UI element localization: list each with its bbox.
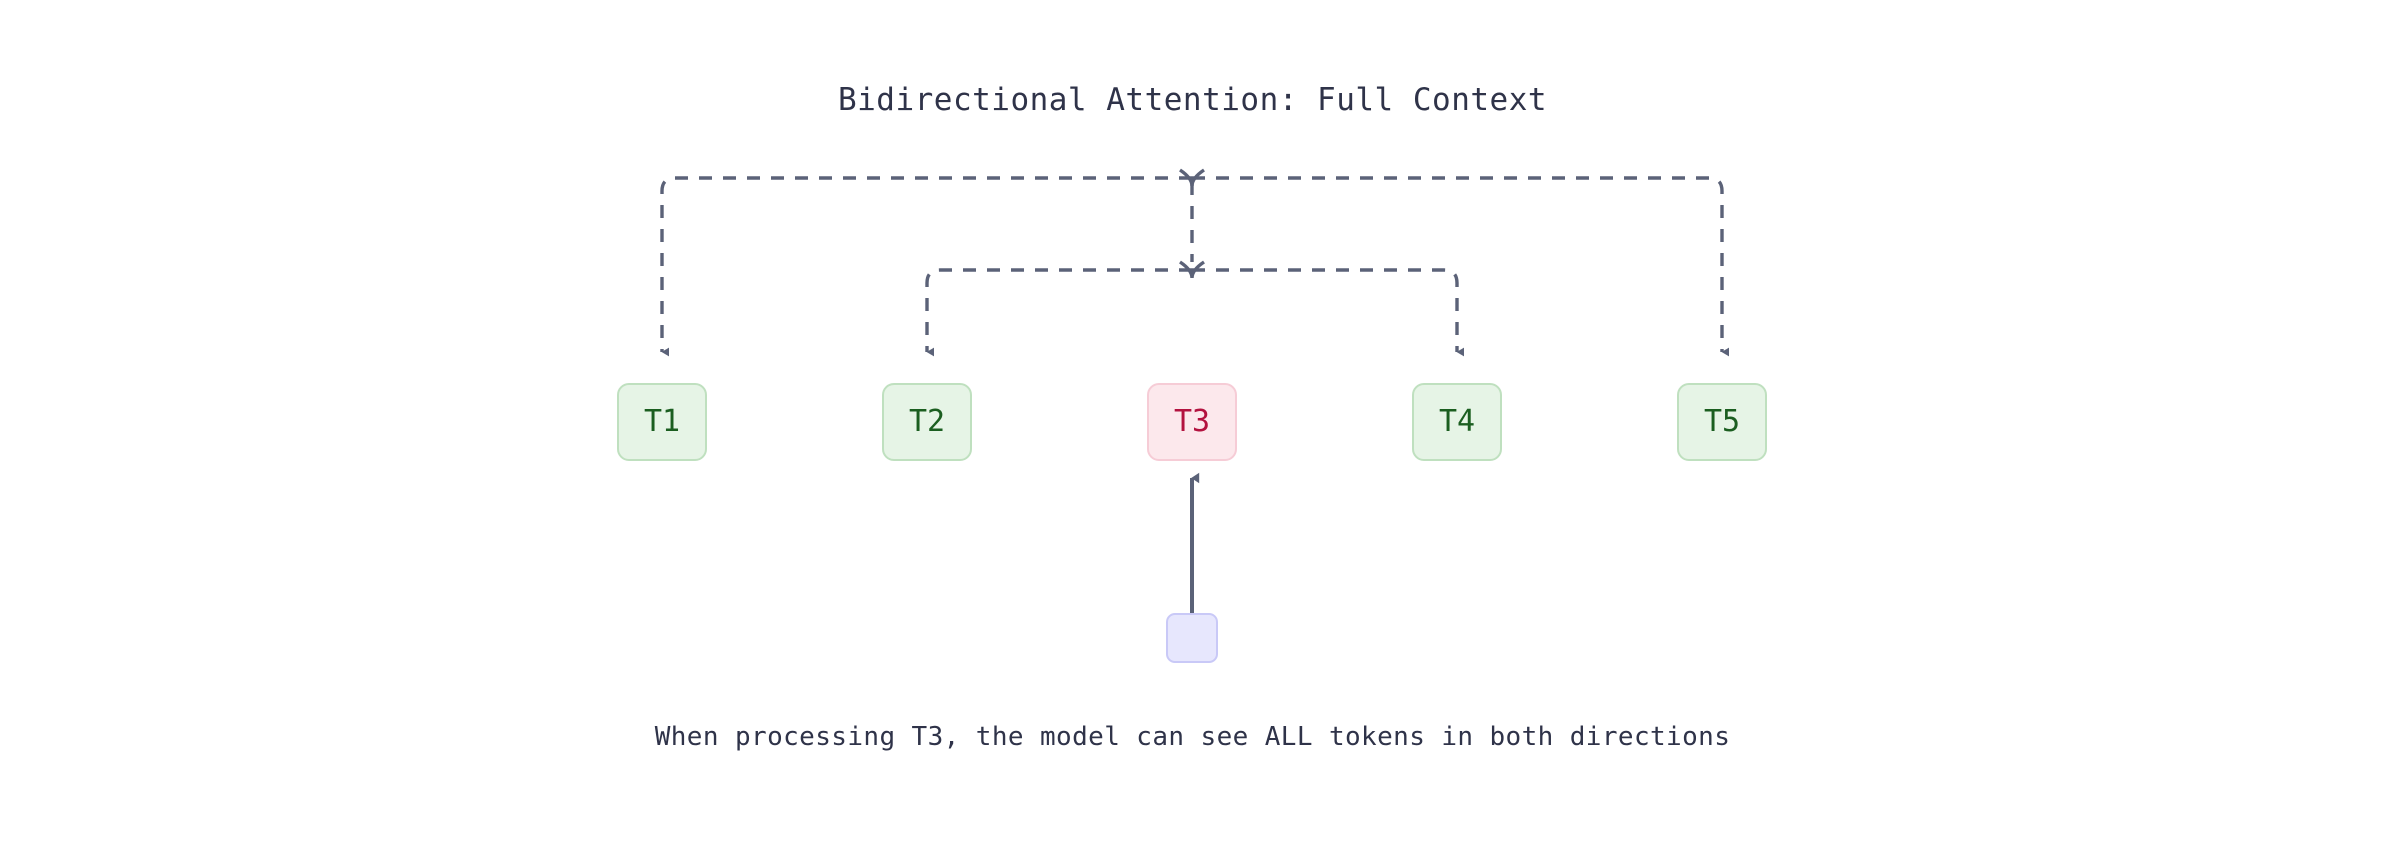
token-node-t5[interactable]: T5	[1677, 383, 1767, 461]
attention-edge-t4	[1192, 268, 1464, 357]
token-label: T2	[908, 404, 946, 439]
diagram-title: Bidirectional Attention: Full Context	[837, 82, 1548, 118]
token-label: T3	[1173, 404, 1211, 439]
token-label: T5	[1703, 404, 1741, 439]
query-node[interactable]	[1166, 613, 1218, 663]
diagram-caption: When processing T3, the model can see AL…	[654, 722, 1731, 752]
attention-edge-t1	[660, 176, 1192, 357]
token-node-t1[interactable]: T1	[617, 383, 707, 461]
token-node-t4[interactable]: T4	[1412, 383, 1502, 461]
hub-junction-inner	[1179, 260, 1205, 279]
attention-edge-t2	[925, 268, 1192, 357]
token-label: T1	[643, 404, 681, 439]
token-node-t3[interactable]: T3	[1147, 383, 1237, 461]
token-node-t2[interactable]: T2	[882, 383, 972, 461]
hub-junction-outer	[1179, 168, 1205, 187]
attention-edge-t5	[1192, 176, 1729, 357]
token-label: T4	[1438, 404, 1476, 439]
